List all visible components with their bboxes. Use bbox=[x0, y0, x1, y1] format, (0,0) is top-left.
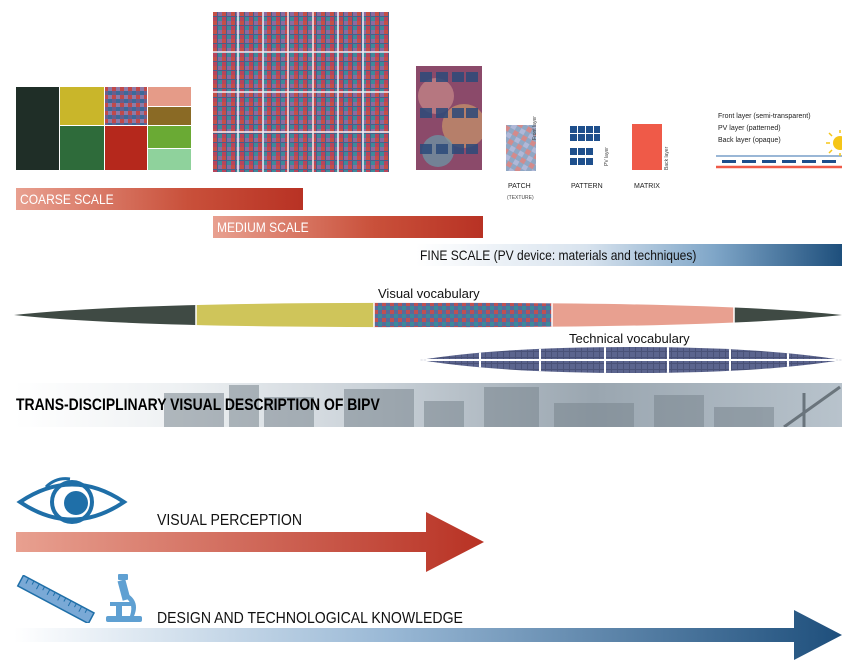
patch-label: PATCH bbox=[508, 183, 531, 190]
layer-legend-front: Front layer (semi-transparent) bbox=[718, 113, 811, 120]
design-knowledge-arrow bbox=[14, 610, 842, 660]
technical-vocabulary-label: Technical vocabulary bbox=[569, 331, 690, 346]
medium-scale-tile bbox=[416, 66, 482, 170]
patch-texture-swatch bbox=[506, 125, 536, 171]
pv-layer-rotated-label: PV layer bbox=[604, 147, 610, 166]
medium-scale-bar: MEDIUM SCALE bbox=[213, 216, 483, 238]
fine-scale-bar: FINE SCALE (PV device: materials and tec… bbox=[416, 244, 842, 266]
visual-perception-arrow bbox=[16, 512, 484, 572]
medium-scale-mosaic bbox=[213, 12, 389, 172]
front-layer-rotated-label: Front layer bbox=[532, 116, 538, 140]
visual-perception-label: VISUAL PERCEPTION bbox=[157, 512, 303, 529]
microscope-icon bbox=[106, 574, 142, 622]
sun-icon bbox=[826, 130, 842, 156]
technical-vocabulary-spindle bbox=[420, 347, 842, 373]
eye-icon bbox=[16, 477, 128, 524]
banner-title: TRANS-DISCIPLINARY VISUAL DESCRIPTION OF… bbox=[16, 395, 380, 414]
coarse-scale-bar: COARSE SCALE bbox=[16, 188, 303, 210]
patch-sub-label: (TEXTURE) bbox=[507, 195, 534, 201]
layer-legend-back: Back layer (opaque) bbox=[718, 137, 781, 144]
layer-stack-diagram bbox=[716, 155, 842, 169]
city-silhouette bbox=[164, 385, 841, 427]
bipv-banner: TRANS-DISCIPLINARY VISUAL DESCRIPTION OF… bbox=[14, 383, 842, 427]
visual-vocabulary-spindle bbox=[14, 302, 842, 328]
visual-vocabulary-label: Visual vocabulary bbox=[378, 286, 480, 301]
pattern-label: PATTERN bbox=[571, 183, 603, 190]
matrix-label: MATRIX bbox=[634, 183, 660, 190]
coarse-scale-swatch bbox=[16, 87, 191, 170]
pattern-swatch bbox=[570, 126, 600, 165]
matrix-swatch bbox=[632, 124, 662, 170]
design-knowledge-label: DESIGN AND TECHNOLOGICAL KNOWLEDGE bbox=[157, 610, 463, 627]
layer-legend-pv: PV layer (patterned) bbox=[718, 125, 781, 132]
ruler-icon bbox=[16, 575, 96, 623]
back-layer-rotated-label: Back layer bbox=[664, 146, 670, 170]
